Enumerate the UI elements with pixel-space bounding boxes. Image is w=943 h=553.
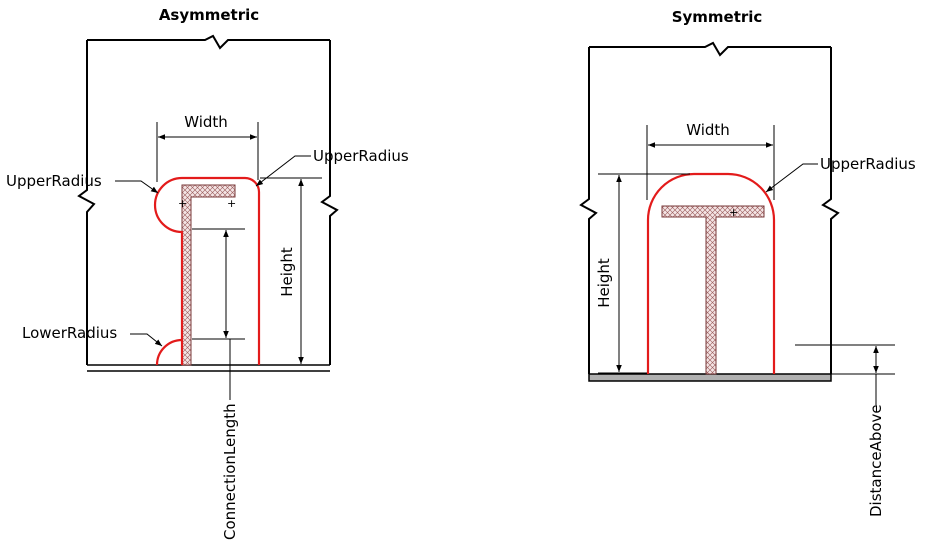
lower-radius-label: LowerRadius bbox=[22, 324, 117, 342]
plus-mark-tee: + bbox=[729, 206, 738, 219]
sym-height-label: Height bbox=[595, 258, 613, 308]
symmetric-enclosure-left bbox=[579, 47, 598, 374]
upper-radius-left-leader bbox=[115, 180, 159, 194]
symmetric-enclosure-right bbox=[821, 47, 840, 374]
plus-mark-right: + bbox=[227, 197, 236, 210]
sym-upper-radius-label: UpperRadius bbox=[820, 155, 916, 173]
symmetric-floor-plate bbox=[588, 373, 832, 382]
symmetric-diagram: Symmetric + Width UpperRadius Height Dis… bbox=[579, 8, 916, 517]
symmetric-title: Symmetric bbox=[672, 8, 763, 26]
asymmetric-enclosure-left bbox=[77, 40, 96, 365]
asymmetric-lower-radius-arc bbox=[155, 338, 183, 366]
sym-upper-radius-leader bbox=[765, 163, 818, 193]
upper-radius-left-label: UpperRadius bbox=[6, 172, 102, 190]
sym-width-label: Width bbox=[686, 121, 730, 139]
asymmetric-enclosure-top bbox=[87, 34, 330, 50]
width-label: Width bbox=[184, 113, 228, 131]
distance-above-label: DistanceAbove bbox=[867, 404, 885, 517]
asymmetric-angle-section bbox=[181, 184, 236, 366]
upper-radius-right-leader bbox=[255, 155, 311, 187]
plus-mark-left: + bbox=[178, 197, 187, 210]
upper-radius-right-label: UpperRadius bbox=[313, 147, 409, 165]
connection-length-label: ConnectionLength bbox=[221, 403, 239, 540]
symmetric-profile-outline bbox=[646, 172, 776, 374]
asymmetric-profile-outline bbox=[153, 176, 261, 365]
symmetric-enclosure-top bbox=[589, 41, 831, 57]
asymmetric-enclosure-right bbox=[320, 40, 339, 365]
height-label: Height bbox=[278, 247, 296, 297]
asymmetric-diagram: Asymmetric + + Width UpperRadius UpperRa… bbox=[6, 6, 409, 540]
symmetric-tee-section bbox=[661, 205, 765, 375]
lower-radius-leader bbox=[130, 333, 163, 347]
asymmetric-title: Asymmetric bbox=[159, 6, 259, 24]
